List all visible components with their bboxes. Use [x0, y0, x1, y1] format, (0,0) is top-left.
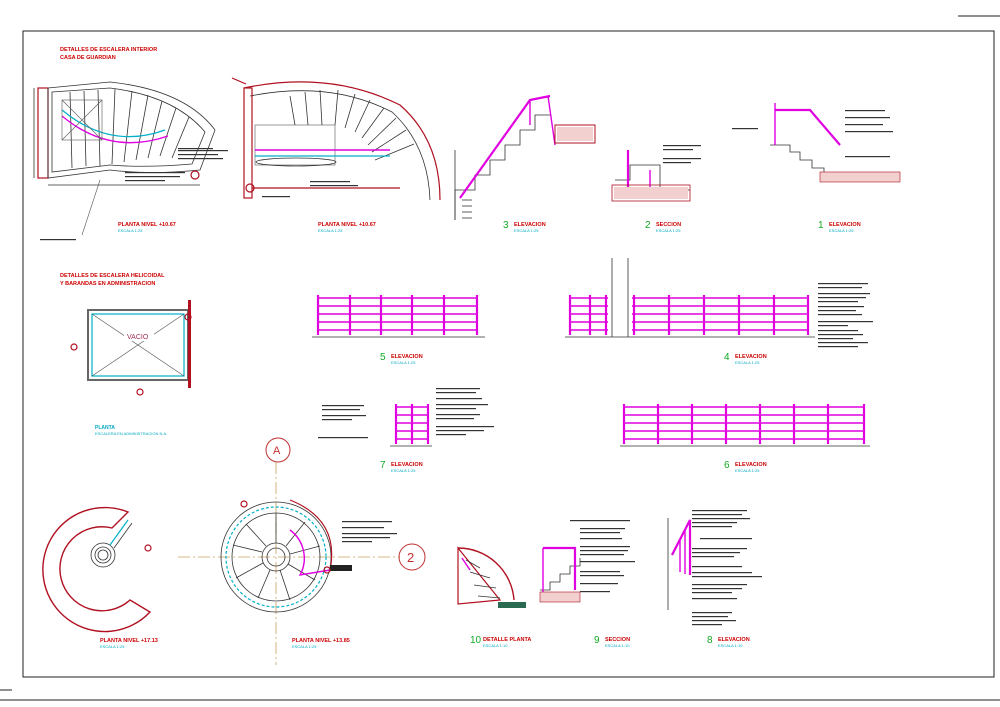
plan-17-title: PLANTA NIVEL +17.13 — [100, 638, 158, 644]
drawing-plan-vacio: VACIO PLANTA ESCALERA EN ADMINISTRACION … — [70, 300, 192, 436]
plan-1-scale: ESCALA 1:25 — [118, 228, 143, 233]
elev-7-number: 7 — [380, 460, 386, 471]
drawing-elev-6: 6 ELEVACION ESCALA 1:25 — [620, 404, 870, 473]
axis-a-label: A — [273, 445, 281, 457]
sec-9-title: SECCION — [605, 637, 630, 643]
plan-13-title: PLANTA NIVEL +13.85 — [292, 638, 350, 644]
vacio-label: VACIO — [127, 334, 149, 341]
axis-2-label: 2 — [407, 550, 414, 565]
elev-8-scale: ESCALA 1:10 — [718, 643, 743, 648]
plan-1-title: PLANTA NIVEL +10.67 — [118, 222, 176, 228]
header-helicoidal: DETALLES DE ESCALERA HELICOIDAL Y BARAND… — [60, 273, 165, 287]
elev-3-number: 3 — [503, 220, 509, 231]
header-helicoidal-line2: Y BARANDAS EN ADMINISTRACION — [60, 281, 155, 287]
sec-2-number: 2 — [645, 220, 651, 231]
elev-4-scale: ESCALA 1:25 — [735, 360, 760, 365]
sec-2-title: SECCION — [656, 222, 681, 228]
det-10-scale: ESCALA 1:10 — [483, 643, 508, 648]
sec-2-scale: ESCALA 1:25 — [656, 228, 681, 233]
drawing-elev-8: 8 ELEVACION ESCALA 1:10 — [667, 510, 762, 648]
elev-5-title: ELEVACION — [391, 354, 423, 360]
elev-5-scale: ESCALA 1:25 — [391, 360, 416, 365]
drawing-elev-5: 5 ELEVACION ESCALA 1:25 — [312, 295, 485, 365]
elev-3-scale: ESCALA 1:25 — [514, 228, 539, 233]
elev-6-scale: ESCALA 1:25 — [735, 468, 760, 473]
plan-2-scale: ESCALA 1:25 — [318, 228, 343, 233]
drawing-elev-3 — [454, 94, 596, 220]
elev-7-scale: ESCALA 1:25 — [391, 468, 416, 473]
plan-vacio-scale: ESCALERA EN ADMINISTRACION N.A. — [95, 431, 167, 436]
elev-5-number: 5 — [380, 352, 386, 363]
drawing-plan-1 — [33, 81, 228, 241]
plan-vacio-title: PLANTA — [95, 425, 115, 431]
header-helicoidal-line1: DETALLES DE ESCALERA HELICOIDAL — [60, 273, 165, 279]
header-interior-line1: DETALLES DE ESCALERA INTERIOR — [60, 47, 157, 53]
sec-9-number: 9 — [594, 635, 600, 646]
elev-1-number: 1 — [818, 220, 824, 231]
det-10-number: 10 — [470, 635, 482, 646]
elev-3-title: ELEVACION — [514, 222, 546, 228]
drawing-sec-9: 9 SECCION ESCALA 1:10 — [539, 520, 635, 648]
drawing-elev-1 — [732, 103, 901, 183]
elev-6-title: ELEVACION — [735, 462, 767, 468]
drawing-plan-2 — [231, 77, 441, 201]
titles-row-1: PLANTA NIVEL +10.67 ESCALA 1:25 PLANTA N… — [118, 220, 861, 233]
plan-17-scale: ESCALA 1:25 — [100, 644, 125, 649]
elev-7-title: ELEVACION — [391, 462, 423, 468]
plan-13-scale: ESCALA 1:25 — [292, 644, 317, 649]
drawing-elev-7: 7 ELEVACION ESCALA 1:25 — [318, 388, 494, 473]
elev-8-number: 8 — [707, 635, 713, 646]
det-10-title: DETALLE PLANTA — [483, 637, 531, 643]
elev-8-title: ELEVACION — [718, 637, 750, 643]
header-interior-line2: CASA DE GUARDIAN — [60, 55, 116, 61]
elev-1-title: ELEVACION — [829, 222, 861, 228]
drawing-plan-17: PLANTA NIVEL +17.13 ESCALA 1:25 — [42, 506, 158, 649]
elev-4-number: 4 — [724, 352, 730, 363]
sheet-border — [22, 30, 995, 678]
drawing-det-10: 10 DETALLE PLANTA ESCALA 1:10 — [457, 546, 531, 648]
elev-6-number: 6 — [724, 460, 730, 471]
drawing-sec-2 — [611, 145, 701, 202]
elev-4-title: ELEVACION — [735, 354, 767, 360]
elev-1-scale: ESCALA 1:25 — [829, 228, 854, 233]
drawing-elev-4: 4 ELEVACION ESCALA 1:25 — [565, 258, 873, 365]
drawing-plan-13: A 2 PLANTA NIVEL +13.85 ESCALA 1:25 — [178, 437, 426, 665]
sec-9-scale: ESCALA 1:10 — [605, 643, 630, 648]
header-interior: DETALLES DE ESCALERA INTERIOR CASA DE GU… — [60, 47, 157, 61]
plan-2-title: PLANTA NIVEL +10.67 — [318, 222, 376, 228]
